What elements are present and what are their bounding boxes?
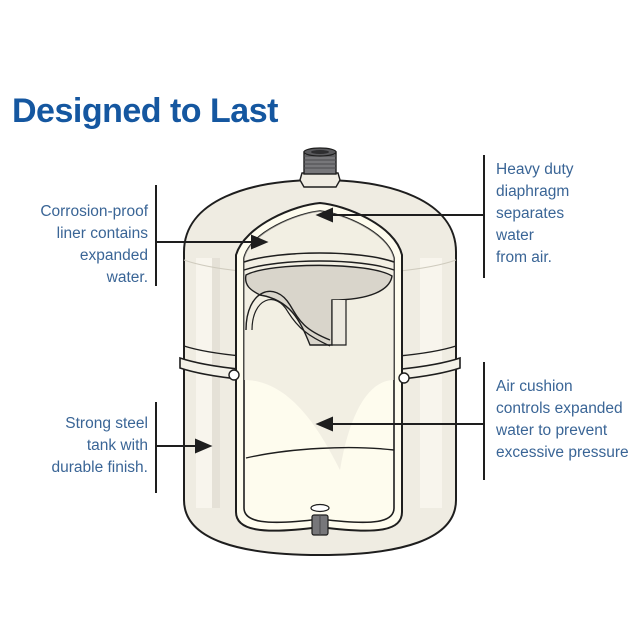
callout-line: Heavy duty <box>496 161 574 178</box>
callout-line: Strong steel <box>65 415 148 432</box>
callout-tank: Strong steel tank with durable finish. <box>51 413 148 479</box>
callout-line: expanded <box>79 247 148 264</box>
callout-line: water to prevent <box>496 422 608 439</box>
callout-line: tank with <box>86 437 148 454</box>
callout-liner: Corrosion-proof liner contains expanded … <box>40 201 148 289</box>
callout-line: Corrosion-proof <box>40 203 148 220</box>
bottom-fitting <box>310 503 330 536</box>
top-fitting <box>299 147 341 188</box>
callout-line: diaphragm <box>496 183 570 200</box>
cutaway-interior <box>228 201 410 532</box>
callout-line: water. <box>106 269 148 286</box>
callout-diaphragm: Heavy duty diaphragm separates water fro… <box>496 159 574 269</box>
page-title: Designed to Last <box>12 92 278 130</box>
callout-line: from air. <box>496 249 552 266</box>
callout-line: liner contains <box>56 225 148 242</box>
callout-line: controls expanded <box>496 400 623 417</box>
callout-line: Air cushion <box>496 378 573 395</box>
callout-line: water <box>496 227 534 244</box>
callout-line: durable finish. <box>51 459 148 476</box>
callout-line: separates <box>496 205 565 222</box>
callout-leaders <box>155 155 485 493</box>
callout-line: excessive pressure <box>496 444 629 461</box>
callout-air-cushion: Air cushion controls expanded water to p… <box>496 376 629 464</box>
